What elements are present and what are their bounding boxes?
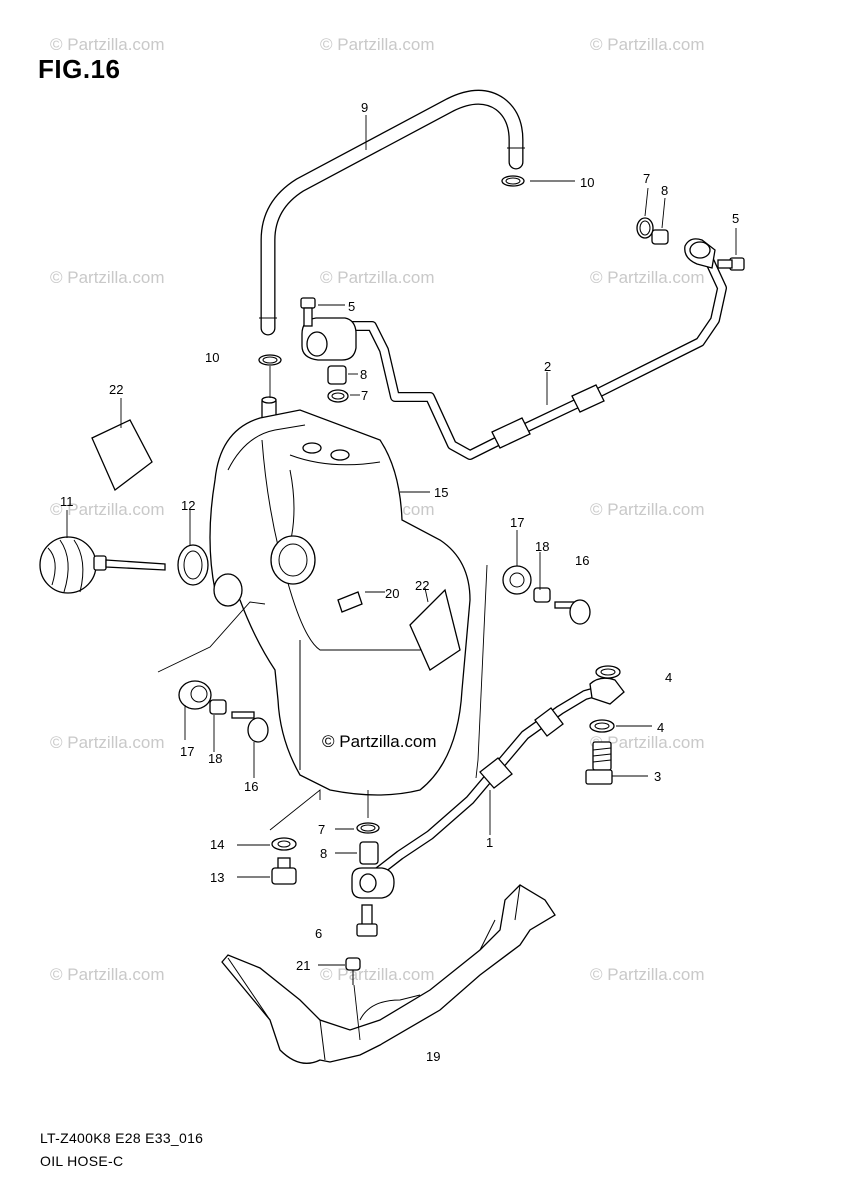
center-watermark: © Partzilla.com [320, 732, 439, 752]
model-code: LT-Z400K8 E28 E33_016 [40, 1130, 204, 1146]
callout-4-lower[interactable]: 4 [657, 720, 665, 735]
watermark: © Partzilla.com [590, 268, 705, 287]
callout-4-top[interactable]: 4 [665, 670, 673, 685]
watermark: © Partzilla.com [50, 965, 165, 984]
gasket-drain[interactable] [271, 837, 297, 851]
spacer-right[interactable] [533, 587, 551, 603]
callout-17-right[interactable]: 17 [510, 515, 525, 530]
callout-11[interactable]: 11 [60, 494, 74, 509]
gasket-upper[interactable] [595, 665, 621, 679]
callout-8-top[interactable]: 8 [661, 183, 669, 198]
watermark: © Partzilla.com [50, 268, 165, 287]
callout-22-left[interactable]: 22 [109, 382, 124, 397]
callout-10-left[interactable]: 10 [205, 350, 220, 365]
tank-guard[interactable] [221, 884, 556, 1064]
watermark: © Partzilla.com [590, 500, 705, 519]
callout-9[interactable]: 9 [361, 100, 369, 115]
callout-20[interactable]: 19 [426, 1049, 441, 1064]
watermark: © Partzilla.com [320, 268, 435, 287]
union-top-left [301, 317, 357, 361]
cushion-left[interactable] [178, 680, 212, 710]
cushion-right[interactable] [502, 565, 532, 595]
callout-10-top[interactable]: 10 [580, 175, 595, 190]
hose-clamp-top[interactable] [501, 175, 525, 187]
callout-5-top-left[interactable]: 5 [348, 299, 356, 314]
caution-label[interactable] [337, 591, 363, 613]
callout-2[interactable]: 2 [544, 359, 552, 374]
oil-hose-lower[interactable] [373, 677, 625, 877]
callout-8-upper[interactable]: 8 [360, 367, 368, 382]
union-bolt-right[interactable] [585, 741, 613, 785]
union-bolt-top-left[interactable] [300, 297, 316, 327]
watermark: © Partzilla.com [590, 965, 705, 984]
watermark: © Partzilla.com [590, 733, 705, 752]
o-ring-gauge[interactable] [177, 544, 209, 586]
callout-13[interactable]: 13 [210, 870, 225, 885]
spacer-left[interactable] [209, 699, 227, 715]
watermark: © Partzilla.com [50, 500, 165, 519]
callout-1[interactable]: 1 [486, 835, 494, 850]
bolt-right[interactable] [554, 599, 591, 625]
sleeve-lower[interactable] [359, 841, 379, 865]
label-decal-left[interactable] [91, 419, 153, 492]
callout-16-left[interactable]: 16 [244, 779, 259, 794]
label-decal-tank[interactable] [409, 588, 461, 671]
callout-16-right[interactable]: 16 [575, 553, 590, 568]
callout-19[interactable]: 20 [385, 586, 400, 601]
o-ring-lower[interactable] [356, 822, 380, 834]
gasket-lower[interactable] [589, 719, 615, 733]
o-ring-upper[interactable] [327, 389, 349, 403]
hose-clamp-left[interactable] [258, 354, 282, 366]
callout-14[interactable]: 14 [210, 837, 225, 852]
clip[interactable] [345, 957, 361, 985]
union-top-right [684, 238, 716, 269]
figure-title: FIG.16 [38, 54, 121, 84]
watermark: © Partzilla.com [50, 35, 165, 54]
callout-21[interactable]: 21 [296, 958, 311, 973]
drain-plug[interactable] [271, 857, 297, 885]
union-bolt-lower[interactable] [356, 904, 378, 937]
breather-hose[interactable] [259, 89, 525, 336]
callout-7-top[interactable]: 7 [643, 171, 651, 186]
callout-22-tank[interactable]: 22 [415, 578, 430, 593]
union-bottom [351, 867, 395, 899]
callout-7-upper[interactable]: 7 [361, 388, 369, 403]
oil-level-gauge[interactable] [39, 536, 166, 594]
callout-18-left[interactable]: 18 [208, 751, 223, 766]
leader-lines [66, 115, 737, 1041]
callout-7-lower[interactable]: 7 [318, 822, 326, 837]
callout-18-right[interactable]: 18 [535, 539, 550, 554]
watermark: © Partzilla.com [50, 733, 165, 752]
callout-15[interactable]: 15 [434, 485, 449, 500]
o-ring-top-right[interactable] [636, 217, 654, 239]
bolt-left[interactable] [231, 711, 269, 743]
section-name: OIL HOSE-C [40, 1153, 124, 1169]
callout-6[interactable]: 6 [315, 926, 323, 941]
union-bolt-top-right[interactable] [717, 257, 745, 271]
oil-hose-upper[interactable] [335, 257, 727, 460]
sleeve-top-right[interactable] [651, 229, 669, 245]
watermark: © Partzilla.com [590, 35, 705, 54]
callout-17-left[interactable]: 17 [180, 744, 195, 759]
callout-12[interactable]: 12 [181, 498, 196, 513]
callout-3[interactable]: 3 [654, 769, 662, 784]
sleeve-upper[interactable] [327, 365, 347, 385]
callout-8-lower[interactable]: 8 [320, 846, 328, 861]
callout-5-top-right[interactable]: 5 [732, 211, 740, 226]
watermark: © Partzilla.com [320, 35, 435, 54]
